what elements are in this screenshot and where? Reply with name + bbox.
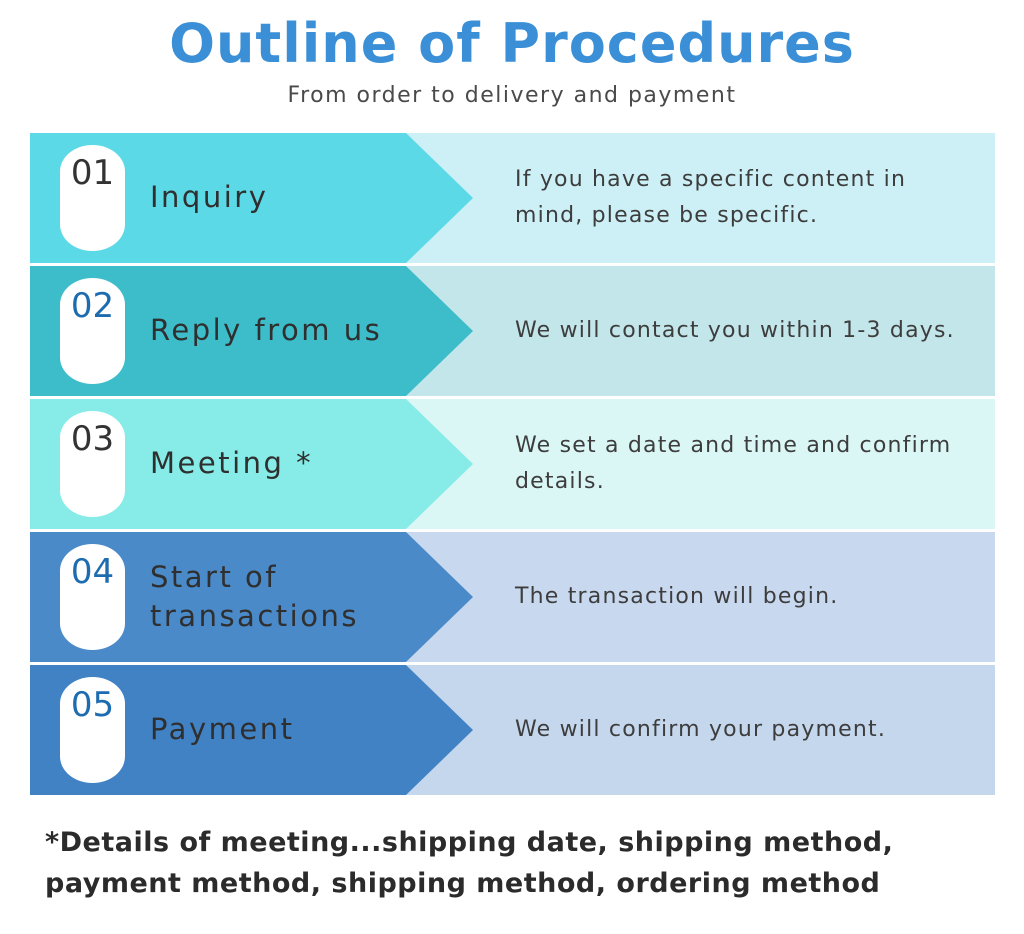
meeting-details-footnote: *Details of meeting...shipping date, shi…	[45, 827, 894, 899]
step-row: 02 Reply from us We will contact you wit…	[30, 266, 995, 396]
step-arrow-shape: 05 Payment	[30, 665, 473, 795]
step-arrow-shape: 02 Reply from us	[30, 266, 473, 396]
step-arrow-shape: 04 Start of transactions	[30, 532, 473, 662]
step-number: 05	[70, 685, 115, 725]
step-number-badge: 04	[60, 544, 125, 650]
step-description: We set a date and time and confirm detai…	[515, 432, 952, 494]
step-number-badge: 05	[60, 677, 125, 783]
step-row: 05 Payment We will confirm your payment.	[30, 665, 995, 795]
steps-list: 01 Inquiry If you have a specific conten…	[30, 133, 995, 795]
step-row: 01 Inquiry If you have a specific conten…	[30, 133, 995, 263]
step-arrow-shape: 01 Inquiry	[30, 133, 473, 263]
step-description: We will contact you within 1-3 days.	[515, 317, 955, 343]
step-number: 02	[70, 286, 115, 326]
step-label: Meeting *	[150, 446, 314, 481]
step-row: 03 Meeting * We set a date and time and …	[30, 399, 995, 529]
page-subtitle: From order to delivery and payment	[287, 83, 737, 108]
step-arrow-shape: 03 Meeting *	[30, 399, 473, 529]
step-number: 01	[70, 153, 115, 193]
step-number-badge: 01	[60, 145, 125, 251]
step-description: The transaction will begin.	[515, 583, 839, 609]
step-label: Start of transactions	[150, 559, 359, 633]
step-label: Inquiry	[150, 180, 269, 215]
step-description: We will confirm your payment.	[515, 716, 887, 742]
step-label: Payment	[150, 712, 295, 747]
step-label: Reply from us	[150, 313, 383, 348]
step-description: If you have a specific content in mind, …	[515, 166, 907, 228]
step-number: 04	[70, 552, 115, 592]
step-number-badge: 03	[60, 411, 125, 517]
step-number-badge: 02	[60, 278, 125, 384]
step-row: 04 Start of transactions The transaction…	[30, 532, 995, 662]
step-number: 03	[70, 419, 115, 459]
page-title: Outline of Procedures	[169, 12, 855, 75]
